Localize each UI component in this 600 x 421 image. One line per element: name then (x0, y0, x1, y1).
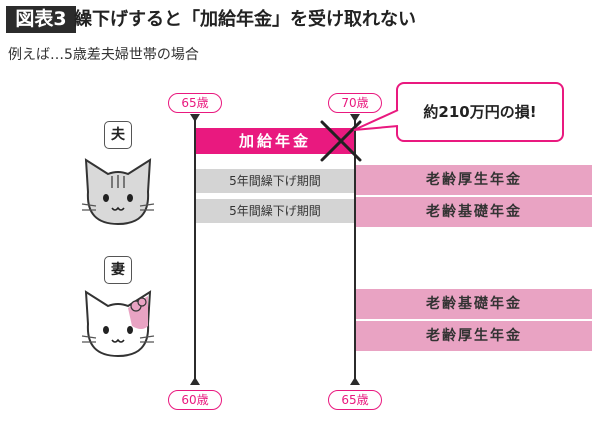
arrow-down-icon (350, 114, 360, 122)
husband-pension-bar-2: 老齢基礎年金 (356, 197, 592, 227)
figure-title: 繰下げすると「加給年金」を受け取れない (74, 9, 416, 30)
husband-label: 夫 (104, 121, 132, 149)
arrow-up-icon (350, 377, 360, 385)
age-tag-70-top: 70歳 (328, 93, 382, 113)
deferral-bar-1: 5年間繰下げ期間 (196, 169, 354, 193)
wife-cat-icon (81, 290, 155, 358)
wife-pension-label-2: 老齢厚生年金 (426, 328, 522, 344)
deferral-label-1: 5年間繰下げ期間 (229, 174, 321, 188)
timeline-line-left (194, 118, 196, 382)
deferral-bar-2: 5年間繰下げ期間 (196, 199, 354, 223)
callout-pointer (353, 109, 399, 131)
figure-label: 図表3 (6, 6, 76, 33)
kakyu-pension-label: 加給年金 (238, 132, 311, 150)
arrow-up-icon (190, 377, 200, 385)
wife-pension-label-1: 老齢基礎年金 (426, 296, 522, 312)
figure-subtitle: 例えば…5歳差夫婦世帯の場合 (8, 47, 199, 63)
kakyu-pension-bar: 加給年金 (196, 128, 354, 154)
deferral-label-2: 5年間繰下げ期間 (229, 204, 321, 218)
arrow-down-icon (190, 114, 200, 122)
wife-pension-bar-1: 老齢基礎年金 (356, 289, 592, 319)
wife-label: 妻 (104, 256, 132, 284)
husband-pension-label-1: 老齢厚生年金 (426, 172, 522, 188)
husband-pension-bar-1: 老齢厚生年金 (356, 165, 592, 195)
wife-pension-bar-2: 老齢厚生年金 (356, 321, 592, 351)
age-tag-65-top: 65歳 (168, 93, 222, 113)
cross-mark-icon (320, 120, 362, 162)
husband-pension-label-2: 老齢基礎年金 (426, 204, 522, 220)
age-tag-60-bottom: 60歳 (168, 390, 222, 410)
husband-cat-icon (81, 158, 155, 226)
loss-callout: 約210万円の損! (396, 82, 564, 142)
timeline-line-right (354, 118, 356, 382)
age-tag-65-bottom: 65歳 (328, 390, 382, 410)
